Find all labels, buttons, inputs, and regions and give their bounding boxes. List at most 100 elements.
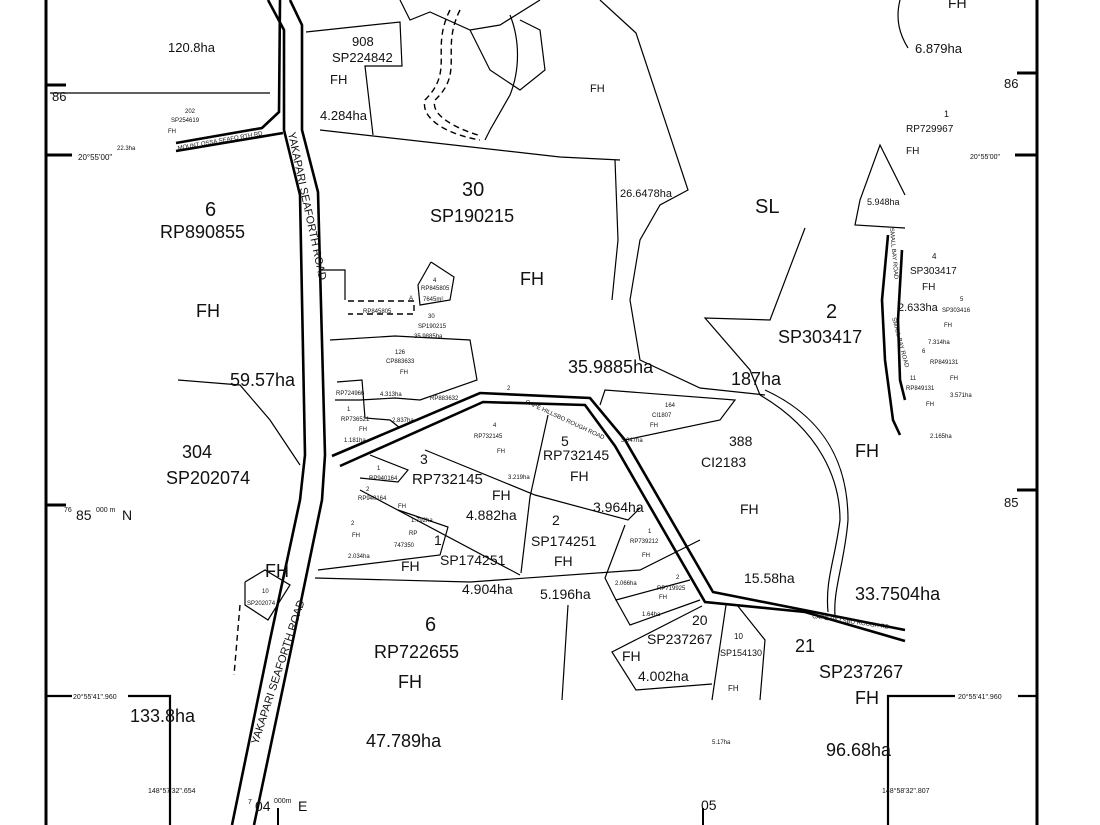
area-label: 2.837ha — [392, 418, 414, 424]
lot-sl-boundary — [611, 159, 619, 301]
area-label: 35.9885ha — [414, 334, 443, 340]
tenure-label: FH — [330, 72, 347, 87]
area-label: 96.68ha — [826, 740, 892, 760]
lot-number: 6 — [425, 614, 436, 636]
tenure-label: FH — [570, 468, 589, 484]
lot-26-boundary — [599, 0, 766, 396]
tenure-label: FH — [590, 83, 605, 95]
grid-north-value: 85 — [76, 507, 92, 523]
plan-number: RP849131 — [930, 360, 959, 366]
lot-30-north-boundary — [319, 129, 621, 161]
lot-908-boundary — [305, 21, 403, 136]
lot-number: 1 — [648, 529, 652, 535]
tenure-label: SL — [755, 196, 779, 218]
grid-east-dir: E — [298, 798, 307, 814]
lot-1-rp940164-boundary — [359, 454, 409, 483]
area-label: 33.7504ha — [855, 584, 941, 604]
lot-126-boundary — [329, 335, 478, 401]
grid-north-unit: 000 m — [96, 507, 116, 514]
lon-bottom-right: 148°58'32".807 — [882, 787, 930, 795]
plan-number: RP849131 — [906, 386, 935, 392]
plan-number: SP174251 — [531, 533, 597, 549]
road-name-yakapari-lower: YAKAPARI SEAFORTH ROAD — [249, 599, 307, 746]
plan-number: RP722655 — [374, 642, 459, 662]
lot-rp719925-boundary — [615, 599, 701, 626]
tenure-label: FH — [855, 441, 879, 461]
plan-number: RP719925 — [657, 586, 686, 592]
yakapari-road-east-edge — [252, 0, 327, 825]
lot-10-sp202074-boundary — [244, 569, 291, 621]
plan-number: SP303417 — [910, 266, 957, 277]
area-label: 26.6478ha — [620, 188, 673, 200]
area-label: 2.034ha — [348, 554, 370, 560]
plan-number: SP202074 — [247, 601, 276, 607]
area-label: 2.066ha — [615, 581, 637, 587]
lot-304-boundary — [177, 379, 301, 466]
inset-box-left — [128, 694, 172, 825]
lot-3-south-boundary — [359, 489, 521, 576]
mount-ossa-road-south-edge — [175, 131, 284, 153]
tenure-label: FH — [401, 558, 420, 574]
area-label: 4.882ha — [466, 507, 517, 523]
lot-number: 6 — [922, 349, 926, 355]
area-label: 3.219ha — [508, 475, 530, 481]
plan-number: SP303416 — [942, 308, 971, 314]
lot-number: 908 — [352, 34, 374, 49]
parcel-labels: 120.8ha 908 SP224842 FH 4.284ha FH 6.879… — [117, 0, 972, 760]
area-label: 59.57ha — [230, 370, 296, 390]
lot-6879-boundary — [897, 0, 909, 49]
grid-north-prefix: 76 — [64, 507, 72, 514]
plan-number: CI1807 — [652, 413, 672, 419]
lot-10-west-boundary — [711, 604, 727, 701]
lot-4-5-boundary — [520, 414, 549, 574]
grid-east-prefix: 7 — [248, 799, 252, 806]
plan-number: RP732145 — [543, 447, 609, 463]
grid-north-85-right: 85 — [1004, 495, 1018, 510]
grid-north-86-left: 86 — [52, 89, 66, 104]
lot-number: 1 — [377, 466, 381, 472]
lot-number: 6 — [205, 199, 216, 221]
plan-number: SP254619 — [171, 118, 200, 124]
tenure-label: FH — [398, 672, 422, 692]
grid-labels: 86 86 85 20°55'00" 20°55'00" 20°55'41".9… — [52, 76, 1018, 814]
tenure-label: FH — [398, 504, 406, 510]
plan-number: 747350 — [394, 543, 415, 549]
plan-number: RP724966 — [336, 391, 365, 397]
lat-bottom-right: 20°55'41".960 — [958, 693, 1002, 701]
plan-number: RP890855 — [160, 222, 245, 242]
easement-south — [233, 604, 241, 676]
access-track — [423, 9, 481, 141]
tenure-label: FH — [728, 684, 739, 693]
lot-rp739212-boundary — [604, 524, 691, 601]
parcel-boundaries — [50, 0, 909, 701]
lot-number: 2 — [552, 512, 560, 528]
easement-a — [348, 300, 415, 315]
lot-number: 30 — [462, 179, 484, 201]
inset-box-right — [886, 694, 955, 825]
plan-number: RP883632 — [430, 396, 459, 402]
area-label: 3.571ha — [950, 393, 972, 399]
tenure-label: FH — [196, 301, 220, 321]
tenure-label: FH — [855, 688, 879, 708]
area-label: 4.002ha — [638, 668, 689, 684]
lot-number: 388 — [729, 433, 753, 449]
access-track-2 — [433, 9, 479, 136]
area-label: 5.17ha — [712, 740, 731, 746]
road-name-cape-hillsborough-lower: CAPE HILLSBO ROUGH RD — [812, 614, 890, 631]
area-label: 5.196ha — [540, 586, 591, 602]
tenure-label: FH — [497, 449, 505, 455]
subdivision-lots — [399, 0, 541, 31]
plan-number: RP940164 — [358, 496, 387, 502]
lot-388-east-boundary — [759, 394, 841, 613]
area-label: 15.58ha — [744, 570, 795, 586]
lot-number: 2 — [676, 575, 680, 581]
lot-20-boundary — [611, 605, 713, 691]
area-label: 35.9885ha — [568, 357, 654, 377]
lot-number: 20 — [692, 612, 708, 628]
lot-1-rp729967-boundary — [854, 143, 906, 229]
tenure-label: FH — [926, 402, 934, 408]
small-bay-road-west-edge — [880, 234, 902, 436]
tenure-label: FH — [265, 561, 289, 581]
lot-3-4-boundary — [424, 449, 641, 521]
plan-number: SP154130 — [720, 648, 762, 658]
